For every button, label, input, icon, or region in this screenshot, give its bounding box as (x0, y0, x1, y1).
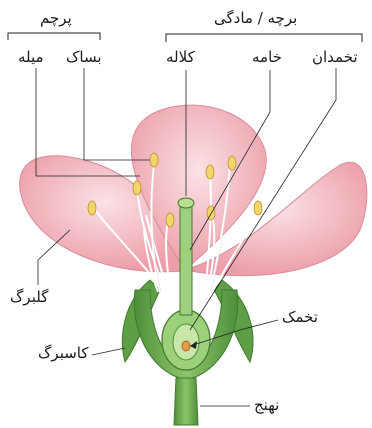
ovule (182, 341, 190, 351)
receptacle-label: نهنج (254, 398, 279, 413)
anther-label: بساک (66, 50, 102, 65)
style-label: خامه (252, 50, 282, 65)
ovary-label: تخمدان (312, 50, 358, 65)
ovule-label: تخمک (282, 310, 318, 325)
style (180, 205, 192, 315)
stigma-label: کلاله (166, 50, 195, 65)
stem (174, 378, 198, 425)
stigma (178, 198, 194, 208)
stamen-group-label: پرچم (40, 11, 72, 26)
pistil-group-label: برچه / مادگی (214, 11, 297, 26)
filament-label: میله (18, 50, 44, 65)
sepal-label: کاسبرگ (38, 346, 89, 361)
brackets (8, 33, 362, 42)
petal-label: گلبرگ (10, 290, 48, 305)
